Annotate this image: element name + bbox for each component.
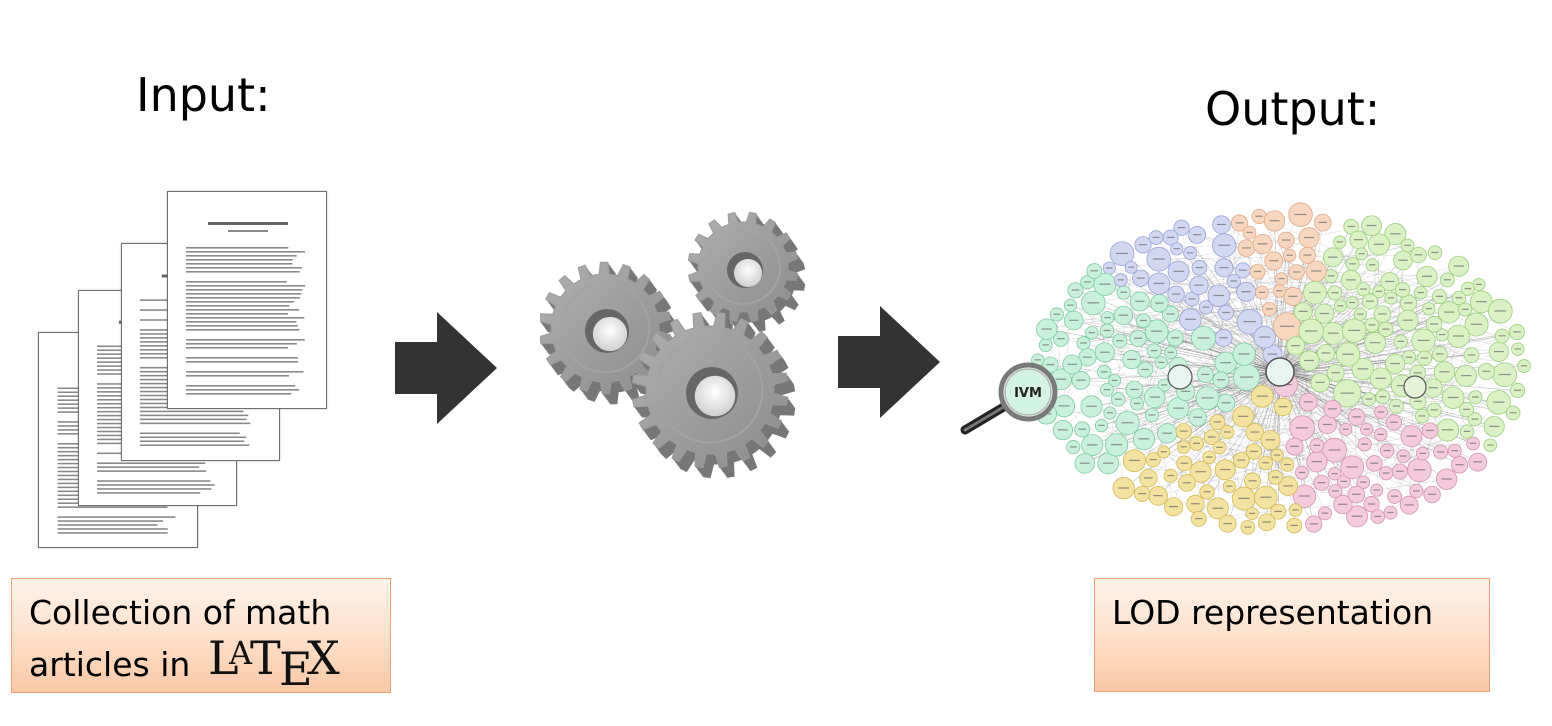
document-page-1 — [167, 191, 327, 409]
output-caption: LOD representation — [1112, 593, 1434, 632]
input-caption-line-1: Collection of math — [29, 593, 332, 632]
latex-letter: T — [250, 631, 281, 685]
output-heading: Output: — [1205, 82, 1381, 136]
right-arrow-icon — [395, 312, 497, 424]
document-text-lines — [186, 222, 306, 395]
right-arrow-icon — [838, 306, 940, 418]
latex-letter: X — [307, 631, 340, 685]
latex-letter: A — [229, 634, 253, 672]
output-caption-box: LOD representation — [1094, 578, 1490, 692]
gear-left — [540, 261, 679, 405]
input-heading: Input: — [136, 68, 271, 122]
gear-top-right — [687, 211, 806, 333]
input-caption-line-2: articles in — [29, 645, 191, 684]
magnifier-label: IVM — [1014, 386, 1042, 401]
input-caption-box: Collection of math articles in L A T E X — [11, 578, 391, 693]
latex-letter: L — [208, 631, 239, 685]
magnifying-glass-icon: IVM — [960, 362, 1058, 435]
linked-data-cloud-graph: IVM — [960, 202, 1531, 535]
gear-bottom — [631, 311, 796, 479]
gears-icon — [540, 211, 806, 479]
graph-nodes — [1027, 202, 1531, 535]
latex-letter: E — [279, 642, 313, 696]
